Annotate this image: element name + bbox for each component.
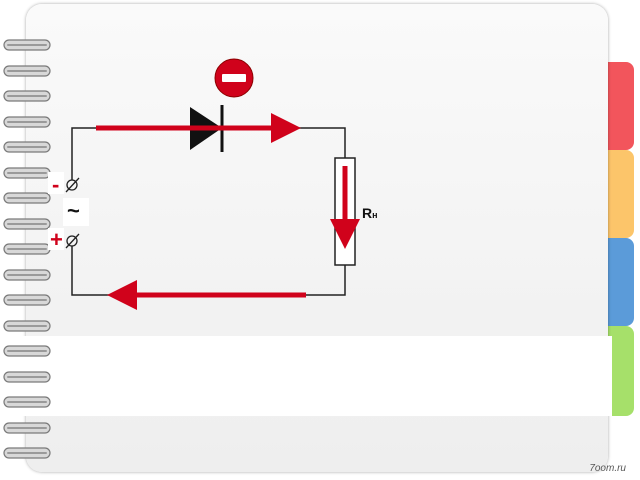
polarity-plus-label: + [50, 227, 63, 252]
ac-symbol-label: ~ [67, 198, 80, 223]
spiral-ring [2, 217, 52, 231]
spiral-ring [2, 115, 52, 129]
polarity-minus-label: - [52, 172, 60, 197]
spiral-ring [2, 140, 52, 154]
resistor-subscript: н [372, 210, 378, 220]
tab-orange [606, 150, 634, 238]
circuit-wires [71, 127, 346, 296]
spiral-ring [2, 293, 52, 307]
tab-red [606, 62, 634, 150]
minus-sign-icon [214, 58, 254, 98]
resistor-label: Rн [362, 205, 378, 223]
spiral-ring [2, 446, 52, 460]
spiral-ring [2, 268, 52, 282]
resistor-symbol: R [362, 205, 373, 221]
spiral-ring [2, 38, 52, 52]
terminal-top-icon [66, 179, 78, 191]
spiral-ring [2, 370, 52, 384]
spiral-ring [2, 89, 52, 103]
spiral-ring [2, 421, 52, 435]
spiral-ring [2, 64, 52, 78]
spiral-ring [2, 344, 52, 358]
spiral-ring [2, 395, 52, 409]
caption-area [14, 336, 612, 416]
input-terminals [65, 177, 80, 249]
spiral-ring [2, 191, 52, 205]
spiral-ring [2, 319, 52, 333]
site-credit: 7oom.ru [589, 463, 626, 474]
current-flow-arrows [96, 113, 360, 310]
tab-blue [606, 238, 634, 326]
terminal-bottom-icon [66, 235, 78, 247]
